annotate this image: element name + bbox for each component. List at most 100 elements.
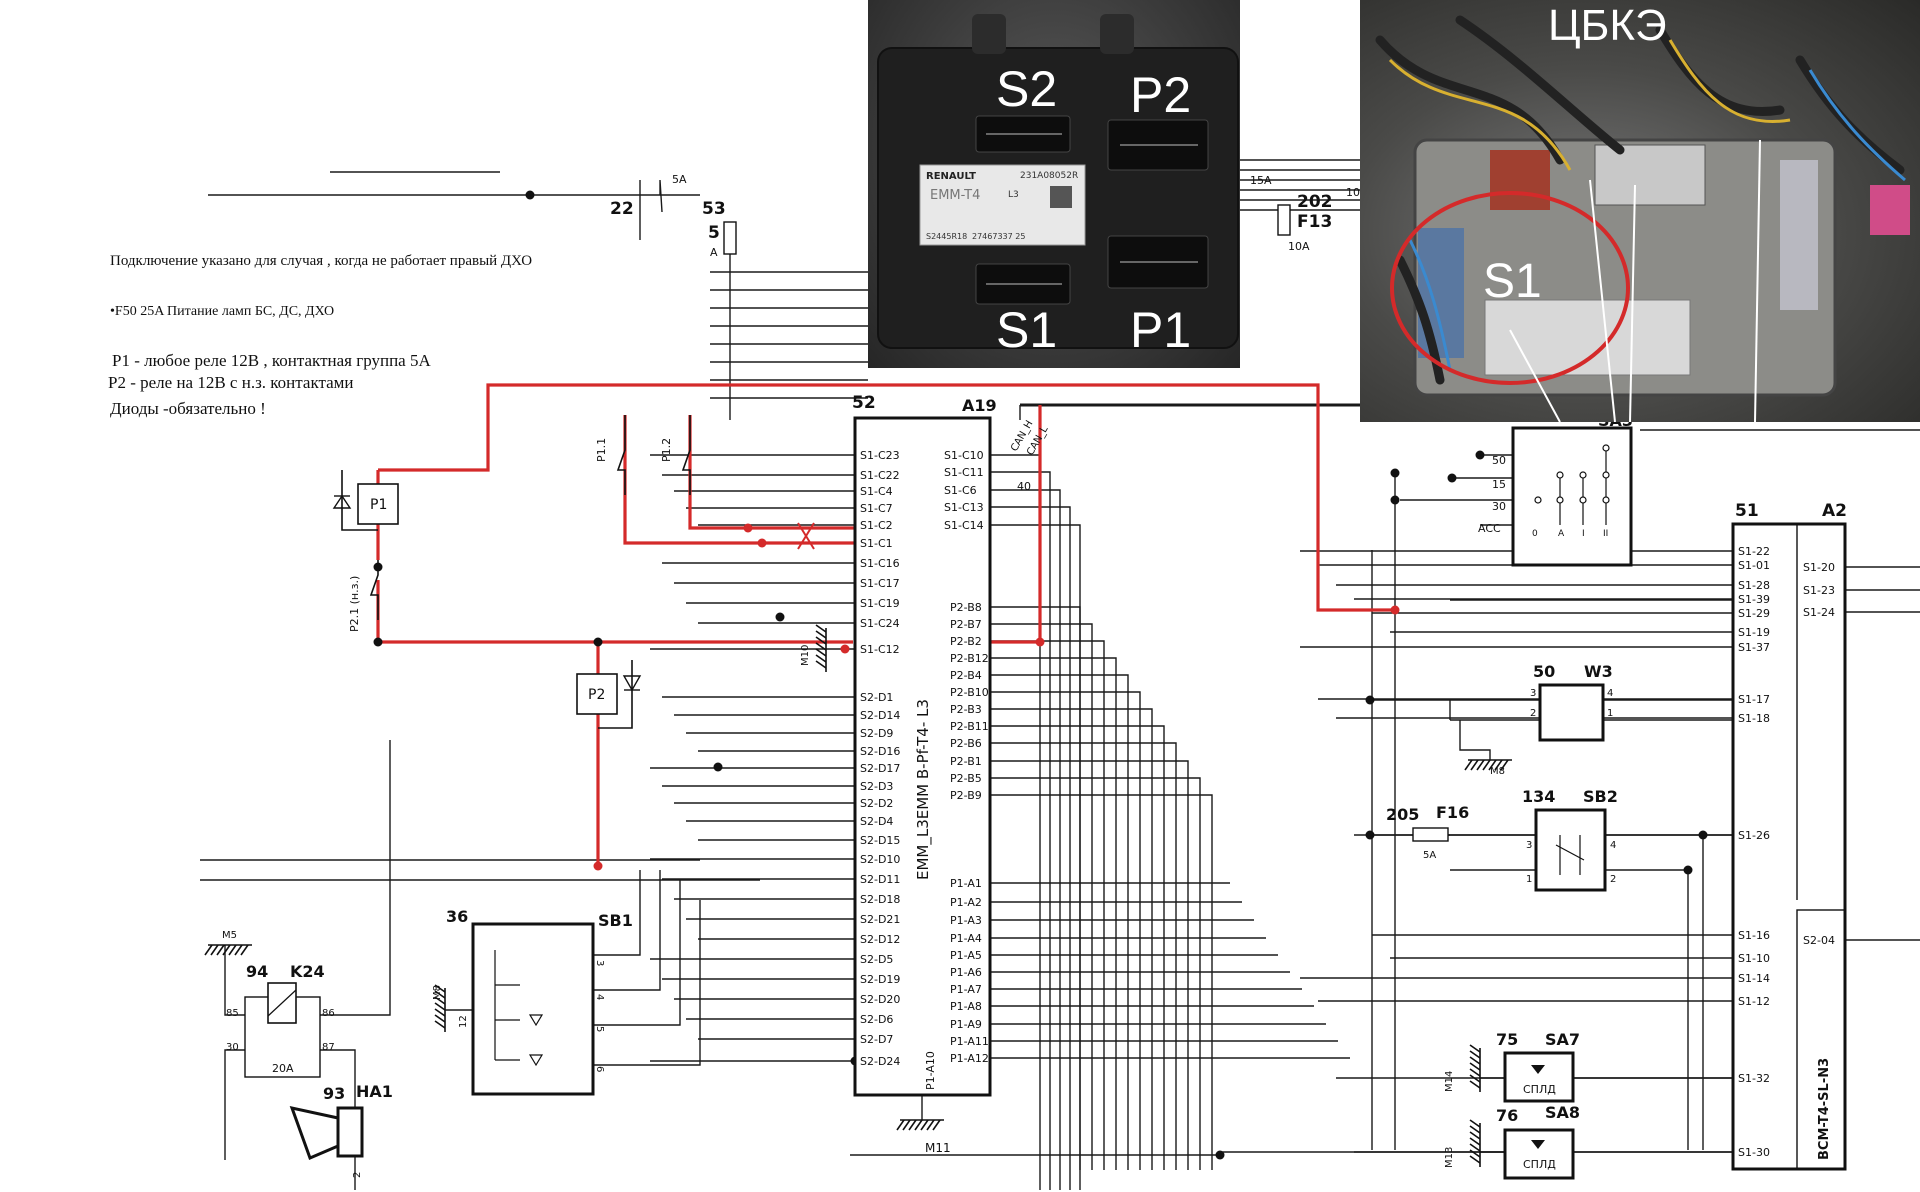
ground-hatch (932, 1119, 941, 1131)
diodes-note: Диоды -обязательно ! (110, 399, 266, 418)
ground-hatch (896, 1119, 905, 1131)
emm-pin-label: P1-A3 (950, 914, 982, 927)
sb1-pin-4: 4 (594, 994, 605, 1000)
w3-id: W3 (1584, 662, 1613, 681)
emm-pin-label: P1-A1 (950, 877, 982, 890)
emm-pin-label: S1-C14 (944, 519, 984, 532)
junction-dot (1215, 1150, 1225, 1160)
ground-hatch (902, 1119, 911, 1131)
junction-dot (1390, 605, 1400, 615)
fuse-f13-id: F13 (1297, 212, 1332, 232)
relay-p1: P1 (332, 483, 399, 525)
emm-pin-label: S2-D3 (860, 780, 893, 793)
sb1-pin-3: 3 (594, 960, 605, 966)
bcm-pin-label: S1-10 (1738, 952, 1770, 965)
sa8-ground: M13 (1444, 1147, 1455, 1168)
w3-pin-2: 2 (1530, 708, 1536, 719)
bcm-pin-label: S1-22 (1738, 545, 1770, 558)
fuse-f16: 205 F16 5A (1386, 803, 1469, 861)
emm-pin-label: S1-C13 (944, 501, 984, 514)
bcm-module: 51 A2 BCM-T4-SL-N3 S1-22S1-01S1-28S1-39S… (1731, 501, 1847, 1171)
sa3-pos-ii: II (1603, 529, 1608, 539)
label-serial: S2445R18 (926, 232, 968, 241)
bcm-pin-label: S1-30 (1738, 1146, 1770, 1159)
contact-p11-label: P1.1 (595, 438, 608, 462)
emm-right-wire (990, 489, 1061, 1190)
emm-pin-label: P1-A9 (950, 1018, 982, 1031)
emm-p2-wire (990, 760, 1189, 1170)
photo-label-p1: P1 (1130, 302, 1192, 358)
sb1-3 (593, 870, 641, 956)
ground-hatch (1482, 759, 1491, 771)
sb2-pin-1: 1 (1526, 874, 1532, 885)
junction-dot (1698, 830, 1708, 840)
ground-symbol (1464, 759, 1512, 771)
ground-hatch (815, 660, 827, 669)
emm-pin-label: P2-B3 (950, 703, 982, 716)
fuse-22-number: 22 (610, 199, 634, 219)
photo-label-s1: S1 (996, 302, 1058, 358)
emm-p2-wire (990, 640, 1105, 1170)
emm-pin-label: P2-B12 (950, 652, 989, 665)
emm-pin-label: S2-D5 (860, 953, 893, 966)
ground-hatch (434, 1002, 446, 1011)
ground-hatch (1469, 1080, 1481, 1089)
emm-pin-label: S1-C6 (944, 484, 977, 497)
k24-ground: M5 (222, 930, 237, 941)
sa7-id: SA7 (1545, 1030, 1580, 1049)
emm-pin-label: S2-D11 (860, 873, 900, 886)
emm-pin-label: P2-B5 (950, 772, 982, 785)
emm-pin-label: S1-C4 (860, 485, 893, 498)
junction-dot (373, 637, 383, 647)
k24-86 (320, 740, 391, 1016)
red-wire-p21 (376, 580, 853, 644)
ground-hatch (434, 1020, 446, 1029)
ground-hatch (222, 944, 231, 956)
sb1-ground: M8 (432, 985, 443, 1000)
emm-pin-label: S1-C10 (944, 449, 984, 462)
ground-hatch (815, 648, 827, 657)
relay-p2-label: P2 (588, 687, 605, 703)
junction-dot (593, 637, 603, 647)
junction-dot (1683, 865, 1693, 875)
red-wire-top (378, 383, 1395, 612)
sa8-number: 76 (1496, 1106, 1518, 1125)
red-p11 (623, 415, 855, 545)
emm-pin-label: S2-D10 (860, 853, 900, 866)
emm-pin-label: S1-C19 (860, 597, 900, 610)
sb1-pin-5: 5 (594, 1026, 605, 1032)
emm-pin-label: S2-D12 (860, 933, 900, 946)
sa3-pin-50: 50 (1492, 454, 1506, 467)
emm-pin-label: S2-D9 (860, 727, 893, 740)
sa7-number: 75 (1496, 1030, 1518, 1049)
sa8-text: СПЛД (1523, 1158, 1556, 1171)
emm-right-wire (990, 524, 1081, 1190)
p2-note: P2 - реле на 12В с н.з. контактами (108, 373, 354, 392)
bcm-pin-label: S1-29 (1738, 607, 1770, 620)
car-photo-connector-label: S1 (1483, 255, 1542, 308)
switch-sb1: 36 SB1 3 4 5 6 12 M8 (432, 907, 633, 1096)
emm-pin-label: S2-D16 (860, 745, 900, 758)
fuse-f13: 202 F13 10A (1277, 192, 1333, 253)
emm-pin-label: P2-B7 (950, 618, 982, 631)
ground-hatch (1469, 1062, 1481, 1071)
emm-p2-wire (990, 657, 1117, 1170)
contact-p12-label: P1.2 (660, 438, 673, 462)
f16-rating: 5A (1423, 850, 1436, 861)
ground-symbol (815, 624, 827, 672)
bcm-pin-label: S1-14 (1738, 972, 1770, 985)
emm-pin-label: S2-D24 (860, 1055, 900, 1068)
sa3-pin-acc: ACC (1478, 522, 1501, 535)
ground-hatch (1500, 759, 1509, 771)
emm-pin-label: P2-B10 (950, 686, 989, 699)
bcm-pin-label: S1-37 (1738, 641, 1770, 654)
switch-sb2: 134 SB2 3 1 4 2 (1522, 787, 1618, 892)
fuse-f13-number: 202 (1297, 192, 1333, 212)
ground-m10-label: M10 (800, 645, 811, 666)
w3-pin-3: 3 (1530, 688, 1536, 699)
photo-label-p2: P2 (1130, 67, 1192, 123)
bcm-pin-label: S1-39 (1738, 593, 1770, 606)
bcm-pin-label: S1-17 (1738, 693, 1770, 706)
label-part-number: 231A08052R (1020, 171, 1079, 181)
